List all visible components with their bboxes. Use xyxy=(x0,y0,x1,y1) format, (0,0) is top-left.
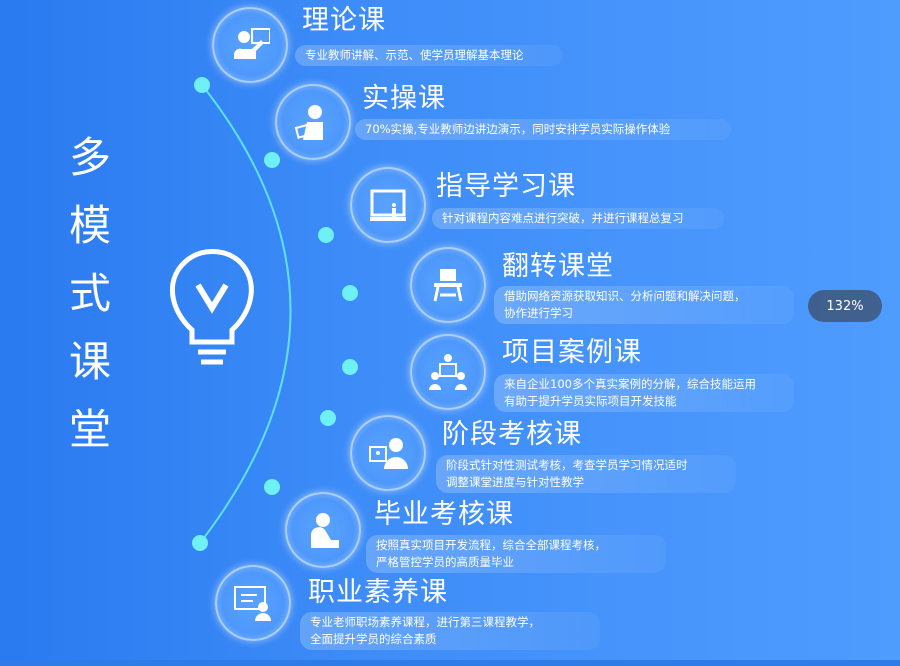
student-laptop-icon xyxy=(294,105,323,140)
presentation-person-icon xyxy=(369,438,408,469)
description-line: 有助于提升学员实际项目开发技能 xyxy=(504,394,677,408)
description-line: 借助网络资源获取知识、分析问题和解决问题， xyxy=(504,289,746,303)
description-line: 针对课程内容难点进行突破，并进行课程总复习 xyxy=(442,211,684,225)
icon-circle xyxy=(285,492,361,568)
item-title: 毕业考核课 xyxy=(374,499,514,530)
description-line: 调整课堂进度与针对性教学 xyxy=(446,475,584,489)
heading-char: 式 xyxy=(68,269,111,318)
item-description: 阶段式针对性测试考核，考查学员学习情况适时调整课堂进度与针对性教学 xyxy=(436,455,736,493)
timeline-dots xyxy=(192,77,358,551)
item-title: 项目案例课 xyxy=(502,337,642,368)
description-line: 专业教师讲解、示范、使学员理解基本理论 xyxy=(305,48,524,62)
item-title: 翻转课堂 xyxy=(502,251,614,282)
item-description: 针对课程内容难点进行突破，并进行课程总复习 xyxy=(432,208,724,229)
item-title: 实操课 xyxy=(362,83,446,114)
item-title: 职业素养课 xyxy=(308,577,448,608)
heading-char: 模 xyxy=(68,201,111,250)
teacher-pointing-icon xyxy=(233,28,270,59)
icon-circle xyxy=(350,167,426,243)
lightbulb-icon xyxy=(169,249,254,365)
item-title: 理论课 xyxy=(302,5,386,36)
zoom-level-badge: 132% xyxy=(808,290,882,322)
icon-circle xyxy=(350,415,426,491)
icon-circle xyxy=(410,247,486,323)
icon-circle xyxy=(275,84,351,160)
icon-circle xyxy=(212,7,288,83)
description-line: 严格管控学员的高质量毕业 xyxy=(376,555,514,569)
screen-teacher-icon xyxy=(234,586,271,621)
description-line: 按照真实项目开发流程，综合全部课程考核， xyxy=(376,538,606,552)
item-description: 按照真实项目开发流程，综合全部课程考核， 严格管控学员的高质量毕业 xyxy=(366,535,666,573)
description-line: 专业老师职场素养课程，进行第三课程教学， xyxy=(310,615,540,629)
desk-chair-icon xyxy=(433,269,463,302)
item-description: 借助网络资源获取知识、分析问题和解决问题， 协作进行学习 xyxy=(494,286,794,324)
description-line: 阶段式针对性测试考核，考查学员学习情况适时 xyxy=(446,458,688,472)
description-line: 协作进行学习 xyxy=(504,306,573,320)
person-writing-icon xyxy=(311,513,339,548)
description-line: 来自企业100多个真实案例的分解，综合技能运用 xyxy=(504,377,756,391)
heading-char: 多 xyxy=(68,133,111,182)
item-title: 阶段考核课 xyxy=(442,419,582,450)
heading-char: 堂 xyxy=(68,405,111,454)
item-description: 来自企业100多个真实案例的分解，综合技能运用有助于提升学员实际项目开发技能 xyxy=(494,374,794,412)
icon-circle xyxy=(215,565,291,641)
item-description: 专业老师职场素养课程，进行第三课程教学， 全面提升学员的综合素质 xyxy=(300,612,600,650)
bottom-bar xyxy=(0,660,900,666)
icon-circle xyxy=(410,334,486,410)
description-line: 70%实操,专业教师边讲边演示，同时安排学员实际操作体验 xyxy=(365,122,671,136)
item-description: 70%实操,专业教师边讲边演示，同时安排学员实际操作体验 xyxy=(355,119,731,140)
blackboard-icon xyxy=(370,189,406,221)
group-meeting-icon xyxy=(429,354,467,390)
heading-char: 课 xyxy=(68,337,111,386)
vertical-heading: 多 模 式 课 堂 xyxy=(66,135,114,453)
item-title: 指导学习课 xyxy=(436,171,576,202)
item-description: 专业教师讲解、示范、使学员理解基本理论 xyxy=(295,45,563,66)
description-line: 全面提升学员的综合素质 xyxy=(310,632,437,646)
